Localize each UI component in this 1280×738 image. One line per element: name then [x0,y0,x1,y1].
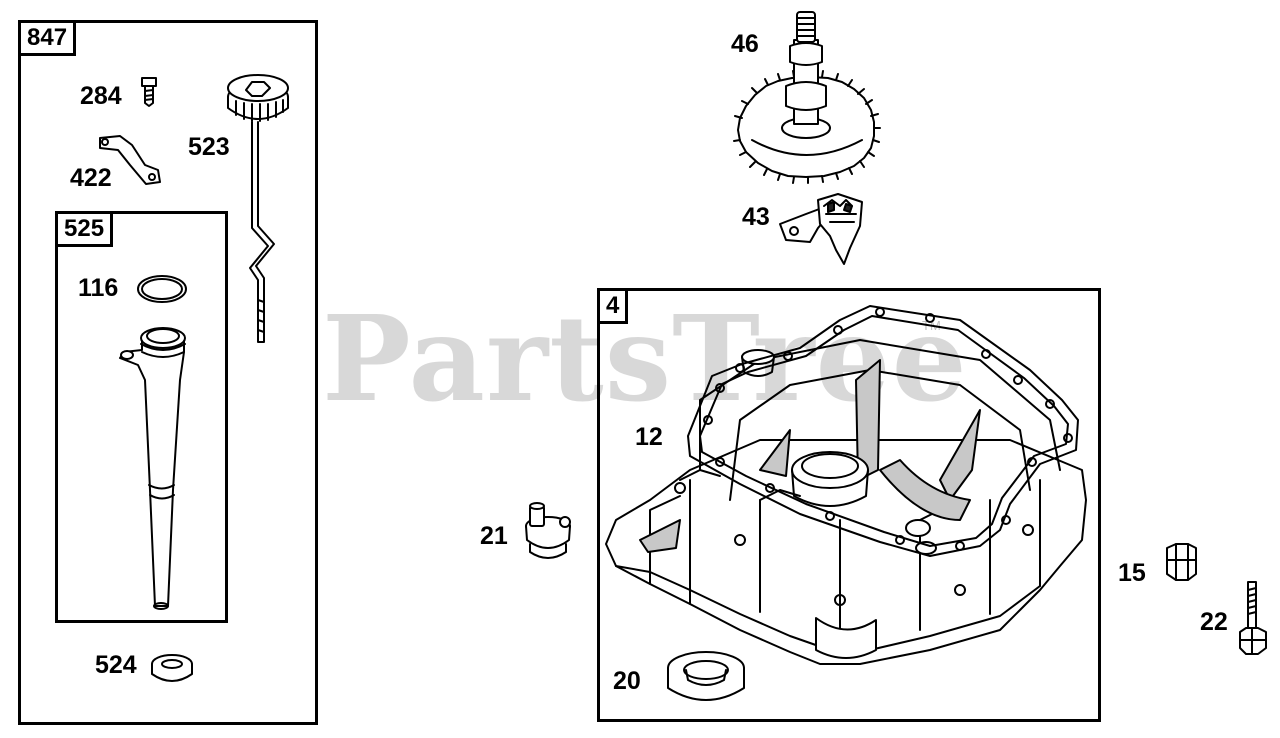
part-12-gasket[interactable] [687,305,1079,557]
callout-20: 20 [613,667,641,695]
group-box-847: 847 [18,20,318,725]
part-43-governor[interactable] [779,193,863,265]
part-422-bracket[interactable] [99,135,161,185]
callout-22: 22 [1200,608,1228,636]
callout-422: 422 [70,164,112,192]
callout-21: 21 [480,522,508,550]
callout-43: 43 [742,203,770,231]
callout-524: 524 [95,651,137,679]
part-284-screw[interactable] [141,77,157,107]
part-524-plug[interactable] [151,654,193,682]
group-box-4: 4 [597,288,1101,722]
callout-46: 46 [731,30,759,58]
part-4-sump[interactable] [605,339,1087,665]
part-15-plug[interactable] [1166,543,1197,581]
part-46-camshaft[interactable] [733,11,881,184]
callout-523: 523 [188,133,230,161]
group-label-4: 4 [600,291,629,324]
group-box-525: 525 [55,211,228,623]
part-116-o-ring[interactable] [137,275,187,303]
callout-15: 15 [1118,559,1146,587]
part-22-bolt[interactable] [1239,581,1267,655]
group-label-525: 525 [58,214,114,247]
group-label-847: 847 [21,23,77,56]
callout-116: 116 [78,274,119,302]
part-523-dipstick[interactable] [227,74,289,343]
part-525-fill-tube[interactable] [119,327,186,610]
part-21-breather[interactable] [525,502,571,559]
callout-284: 284 [80,82,122,110]
callout-12: 12 [635,423,663,451]
part-20-oil-seal[interactable] [667,651,745,701]
